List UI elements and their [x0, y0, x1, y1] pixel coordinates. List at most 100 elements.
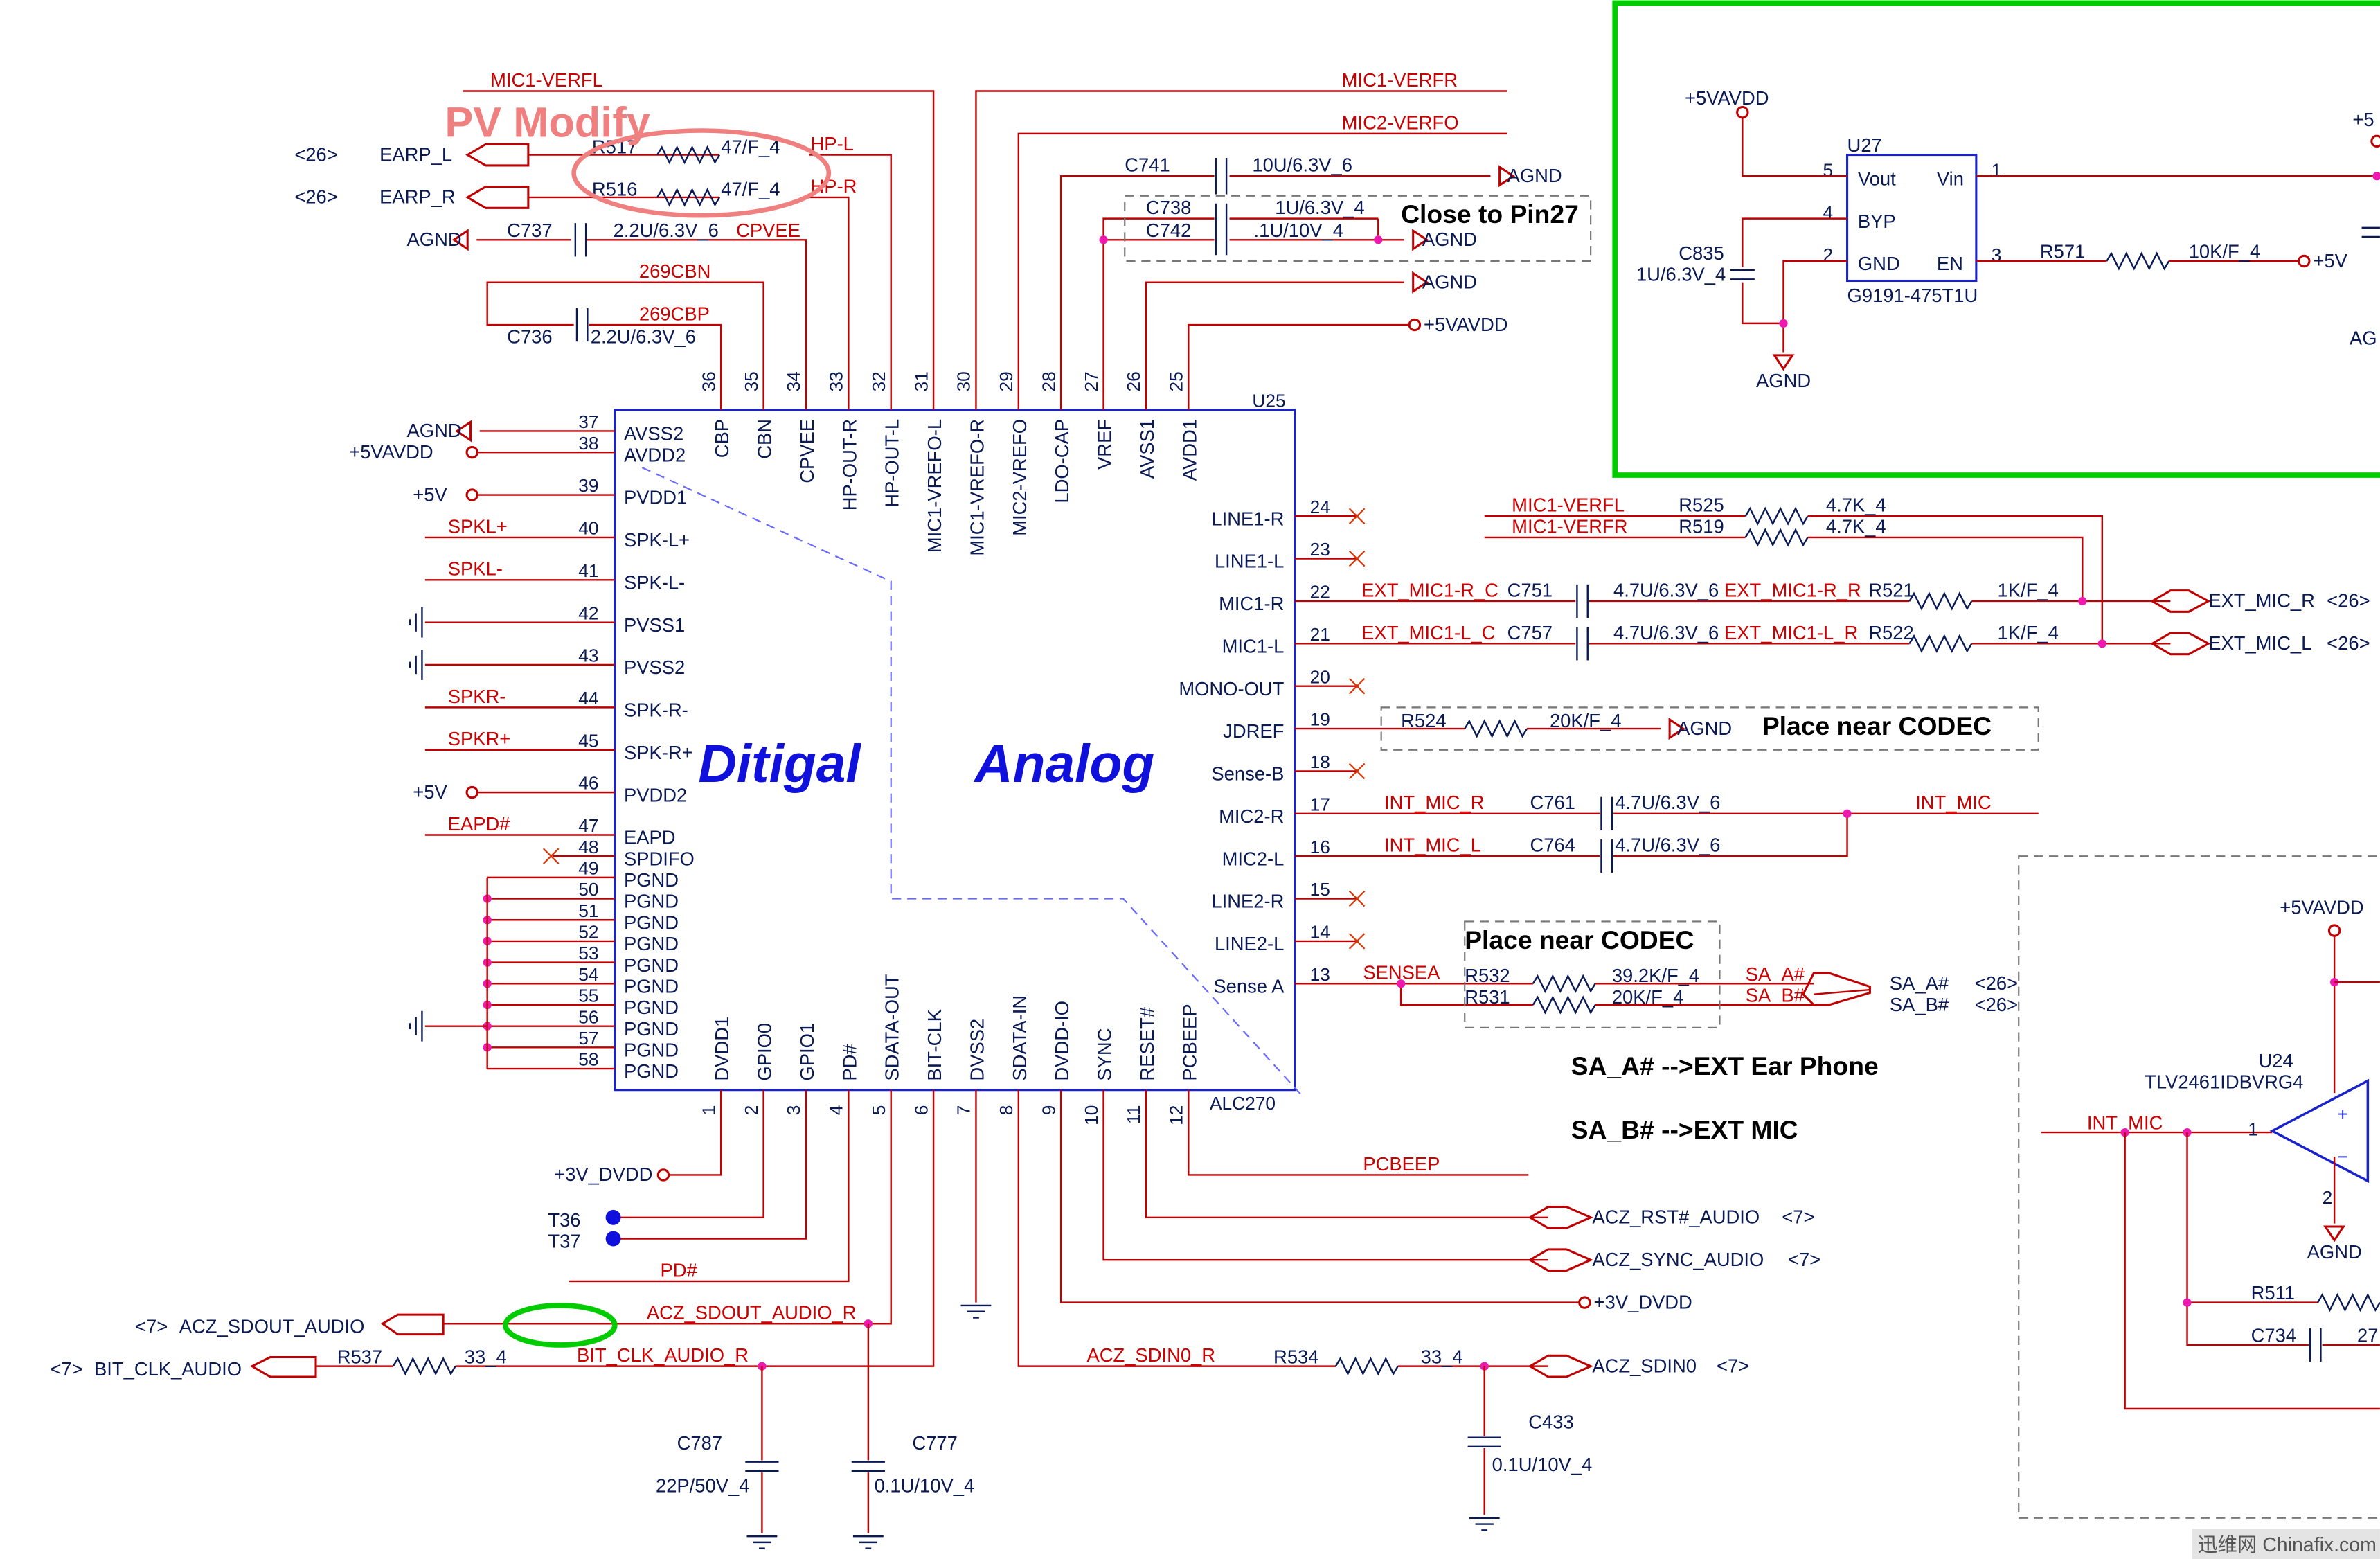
u24-part: TLV2461IDBVRG4	[2145, 1071, 2303, 1093]
pin-num-top: 29	[996, 371, 1017, 391]
r525-value: 4.7K_4	[1826, 495, 1886, 516]
net-spkl-n: SPKL-	[448, 558, 503, 580]
pin-num-left: 53	[578, 943, 598, 963]
u24-ref: U24	[2259, 1050, 2293, 1071]
pin-num-bottom: 9	[1038, 1105, 1059, 1116]
pin-name-right: MONO-OUT	[1179, 678, 1284, 700]
ref-7-bitclk: <7>	[50, 1358, 82, 1380]
pin-num-left: 38	[578, 433, 598, 454]
pin-num-top: 31	[911, 371, 931, 391]
pin-name-left: PGND	[624, 954, 679, 976]
agnd-c741: AGND	[1507, 165, 1562, 186]
c835-ref: C835	[1679, 242, 1724, 264]
u27-part: G9191-475T1U	[1847, 285, 1978, 306]
agnd-u24: AGND	[2307, 1241, 2362, 1263]
r521-value: 1K/F_4	[1998, 579, 2059, 600]
c757-value: 4.7U/6.3V_6	[1613, 622, 1719, 643]
agnd-avss1: AGND	[1422, 271, 1477, 292]
agnd-c737: AGND	[407, 229, 462, 250]
pin-num-right: 23	[1310, 539, 1330, 560]
pin-name-left: PVSS1	[624, 614, 685, 636]
testpoint-t36: T36	[548, 1209, 580, 1231]
pin-name-right: MIC2-R	[1219, 805, 1284, 827]
pin-name-top: MIC2-VREFO	[1009, 419, 1030, 536]
u24-pin2: 2	[2323, 1187, 2333, 1208]
acz-sdin0-port: ACZ_SDIN0	[1592, 1355, 1697, 1376]
r525-ref: R525	[1679, 495, 1724, 516]
pin-name-left: PVSS2	[624, 657, 685, 678]
pin-name-bottom: PD#	[839, 1044, 860, 1081]
pin-num-top: 33	[826, 371, 847, 391]
pin-name-left: SPK-R+	[624, 742, 693, 763]
net-spkr-n: SPKR-	[448, 686, 506, 707]
u27-pin4: 4	[1823, 202, 1833, 223]
pin-name-left: AVSS2	[624, 423, 683, 445]
net-mic1-verfl-right: MIC1-VERFL	[1512, 495, 1625, 516]
pin-num-left: 39	[578, 475, 598, 496]
ref-26-sa-a: <26>	[1975, 972, 2018, 994]
pin-name-left: SPK-L-	[624, 571, 685, 593]
c433-value: 0.1U/10V_4	[1492, 1454, 1593, 1475]
v5avdd-u27: +5VAVDD	[1685, 87, 1769, 109]
pin-name-top: MIC1-VREFO-L	[924, 419, 945, 553]
pin-name-right: MIC1-R	[1219, 593, 1284, 614]
pin-num-top: 32	[868, 371, 889, 391]
pin-num-top: 34	[783, 371, 804, 391]
net-269cbn: 269CBN	[639, 260, 710, 282]
watermark: 迅维网 Chinafix.com	[2198, 1534, 2377, 1556]
net-spkl-p: SPKL+	[448, 515, 508, 537]
ref-7-sdout: <7>	[135, 1315, 168, 1337]
pin-num-left: 45	[578, 730, 598, 751]
pin-num-right: 21	[1310, 624, 1330, 645]
pin-name-left: EAPD	[624, 827, 676, 848]
pin-num-left: 52	[578, 922, 598, 943]
pin-num-bottom: 3	[783, 1105, 804, 1116]
pin-name-left: PVDD2	[624, 784, 687, 805]
r516-value: 47/F_4	[721, 179, 780, 200]
c433-ref: C433	[1528, 1411, 1573, 1433]
acz-sync-port: ACZ_SYNC_AUDIO	[1592, 1249, 1764, 1270]
ref-26-sa-b: <26>	[1975, 994, 2018, 1015]
highlight-ellipse-sdout	[503, 1303, 618, 1348]
pin-num-left: 42	[578, 603, 598, 623]
c742-value: .1U/10V_4	[1254, 220, 1343, 241]
c751-value: 4.7U/6.3V_6	[1613, 579, 1719, 600]
pin-name-left: PGND	[624, 1040, 679, 1061]
region-divider	[641, 467, 1303, 1097]
u27-pin-vout: Vout	[1858, 168, 1896, 189]
pin-num-left: 46	[578, 773, 598, 794]
net-eapd: EAPD#	[448, 813, 511, 835]
r532-ref: R532	[1465, 965, 1510, 986]
u27-pin3: 3	[1992, 244, 2002, 265]
agnd-u27: AGND	[1756, 370, 1811, 391]
pin-num-left: 56	[578, 1006, 598, 1027]
pin-num-bottom: 2	[741, 1105, 762, 1116]
ref-26-earp-r: <26>	[294, 186, 337, 208]
pin-num-left: 41	[578, 560, 598, 581]
c741-value: 10U/6.3V_6	[1252, 154, 1352, 176]
v5avdd-avdd2: +5VAVDD	[349, 441, 433, 463]
note-pv-modify: PV Modify	[445, 98, 650, 146]
ref-26-ext-mic-l: <26>	[2327, 632, 2370, 654]
agnd-partial: AG	[2350, 328, 2377, 349]
note-place-near-codec-2: Place near CODEC	[1465, 925, 1694, 954]
pin-name-left: SPDIFO	[624, 848, 695, 869]
pin-name-right: Sense-B	[1211, 763, 1284, 785]
earp-r: EARP_R	[379, 186, 456, 208]
note-close-pin27: Close to Pin27	[1401, 199, 1579, 229]
v5-partial: +5	[2352, 109, 2374, 130]
pin-num-left: 43	[578, 645, 598, 666]
pin-num-top: 27	[1081, 371, 1102, 391]
svg-text:−: −	[2338, 1146, 2348, 1167]
pin-num-top: 30	[954, 371, 974, 391]
pin-num-top: 26	[1123, 371, 1144, 391]
pin-name-left: SPK-L+	[624, 529, 690, 551]
r519-ref: R519	[1679, 515, 1724, 537]
pin-name-bottom: GPIO0	[754, 1023, 776, 1081]
pin-num-bottom: 1	[698, 1105, 719, 1116]
net-sensea: SENSEA	[1363, 962, 1440, 983]
net-bit-clk-r: BIT_CLK_AUDIO_R	[577, 1344, 749, 1366]
pin-name-bottom: BIT-CLK	[924, 1009, 945, 1080]
pin-num-right: 20	[1310, 666, 1330, 687]
